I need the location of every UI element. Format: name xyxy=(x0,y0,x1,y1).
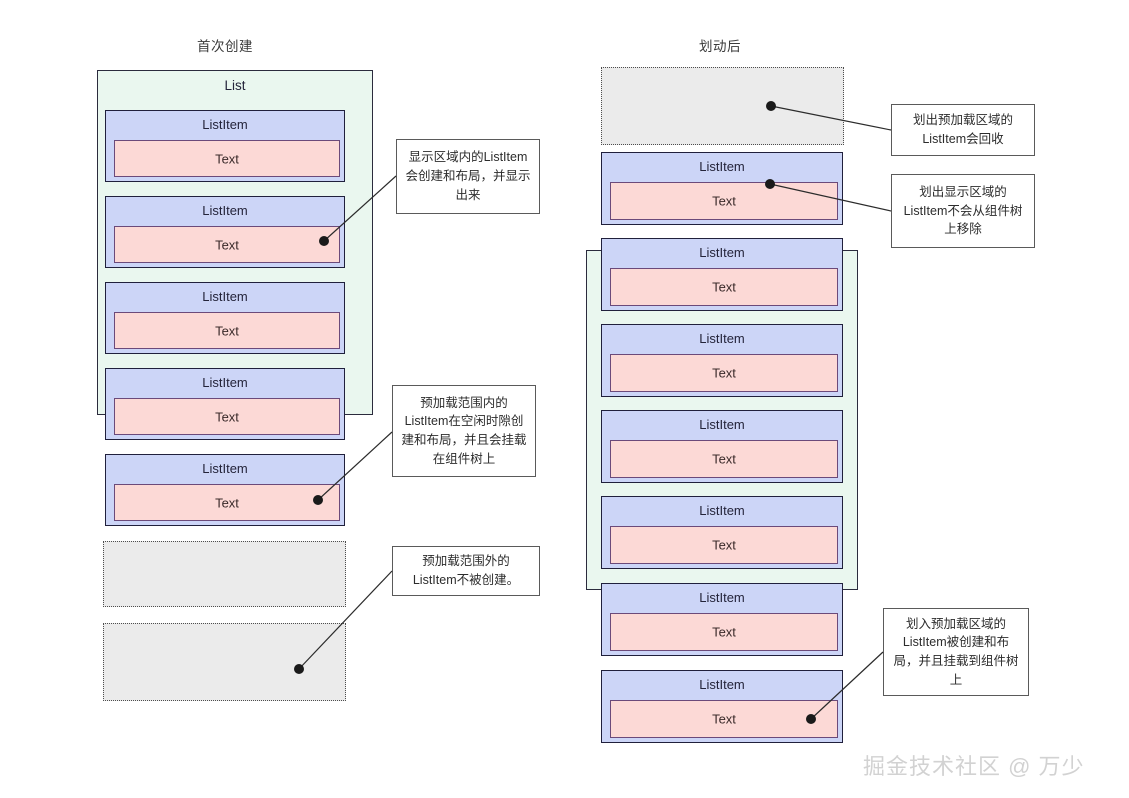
text-label: Text xyxy=(712,624,736,640)
list-item-label: ListItem xyxy=(699,503,745,518)
ghost-placeholder xyxy=(103,623,346,701)
text-label: Text xyxy=(215,237,239,252)
annotation-preload-outside: 预加载范围外的 ListItem不被创建。 xyxy=(392,546,540,596)
annotation-text: 划出预加载区域的 ListItem会回收 xyxy=(912,113,1013,146)
list-item-label: ListItem xyxy=(699,245,745,260)
text-label: Text xyxy=(712,451,736,467)
list-item-label: ListItem xyxy=(699,159,745,174)
list-item-label: ListItem xyxy=(202,203,248,218)
list-item-label: ListItem xyxy=(699,677,745,692)
text-box[interactable]: Text xyxy=(610,354,838,392)
text-box[interactable]: Text xyxy=(114,484,340,521)
annotation-entering-preload: 划入预加载区域的 ListItem被创建和布 局，并且挂载到组件树 上 xyxy=(883,608,1029,696)
text-label: Text xyxy=(712,365,736,381)
text-box[interactable]: Text xyxy=(610,613,838,651)
list-item-label: ListItem xyxy=(699,590,745,605)
annotation-text: 预加载范围外的 ListItem不被创建。 xyxy=(412,554,520,587)
list-item[interactable]: ListItem Text xyxy=(601,324,843,397)
text-box[interactable]: Text xyxy=(610,440,838,478)
text-box[interactable]: Text xyxy=(610,526,838,564)
list-item-label: ListItem xyxy=(202,289,248,304)
annotation-recycled: 划出预加载区域的 ListItem会回收 xyxy=(891,104,1035,156)
annotation-text: 划入预加载区域的 ListItem被创建和布 局，并且挂载到组件树 上 xyxy=(893,616,1019,687)
list-item-label: ListItem xyxy=(202,375,248,390)
list-item[interactable]: ListItem Text xyxy=(105,454,345,526)
list-item[interactable]: ListItem Text xyxy=(601,583,843,656)
ghost-placeholder-recycled xyxy=(601,67,844,145)
text-label: Text xyxy=(215,495,239,510)
annotation-text: 显示区域内的ListItem 会创建和布局，并显示 出来 xyxy=(405,150,531,202)
annotation-preload-inside: 预加载范围内的 ListItem在空闲时隙创 建和布局，并且会挂载 在组件树上 xyxy=(392,385,536,477)
text-label: Text xyxy=(712,279,736,295)
annotation-display-area: 显示区域内的ListItem 会创建和布局，并显示 出来 xyxy=(396,139,540,214)
text-box[interactable]: Text xyxy=(610,268,838,306)
list-item-label: ListItem xyxy=(699,417,745,432)
list-item[interactable]: ListItem Text xyxy=(105,110,345,182)
right-column-title: 划动后 xyxy=(699,39,741,54)
list-container-label: List xyxy=(224,78,246,93)
text-box[interactable]: Text xyxy=(610,700,838,738)
text-label: Text xyxy=(712,711,736,727)
list-item[interactable]: ListItem Text xyxy=(601,410,843,483)
list-item[interactable]: ListItem Text xyxy=(601,238,843,311)
list-item[interactable]: ListItem Text xyxy=(105,368,345,440)
list-item[interactable]: ListItem Text xyxy=(105,196,345,268)
annotation-text: 划出显示区域的 ListItem不会从组件树 上移除 xyxy=(903,184,1023,237)
text-label: Text xyxy=(215,323,239,338)
annotation-text: 预加载范围内的 ListItem在空闲时隙创 建和布局，并且会挂载 在组件树上 xyxy=(401,395,527,466)
text-label: Text xyxy=(712,537,736,553)
list-item[interactable]: ListItem Text xyxy=(601,496,843,569)
text-label: Text xyxy=(215,409,239,424)
text-box[interactable]: Text xyxy=(114,312,340,349)
list-item[interactable]: ListItem Text xyxy=(601,152,843,225)
text-box[interactable]: Text xyxy=(610,182,838,220)
text-box[interactable]: Text xyxy=(114,398,340,435)
list-item-label: ListItem xyxy=(202,117,248,132)
list-item-label: ListItem xyxy=(699,331,745,346)
list-item-label: ListItem xyxy=(202,461,248,476)
ghost-placeholder xyxy=(103,541,346,607)
list-item[interactable]: ListItem Text xyxy=(105,282,345,354)
list-item[interactable]: ListItem Text xyxy=(601,670,843,743)
left-column-title: 首次创建 xyxy=(197,39,253,54)
text-box[interactable]: Text xyxy=(114,226,340,263)
watermark: 掘金技术社区 @ 万少 xyxy=(863,754,1085,779)
annotation-out-of-view: 划出显示区域的 ListItem不会从组件树 上移除 xyxy=(891,174,1035,248)
text-box[interactable]: Text xyxy=(114,140,340,177)
text-label: Text xyxy=(712,193,736,209)
text-label: Text xyxy=(215,151,239,166)
